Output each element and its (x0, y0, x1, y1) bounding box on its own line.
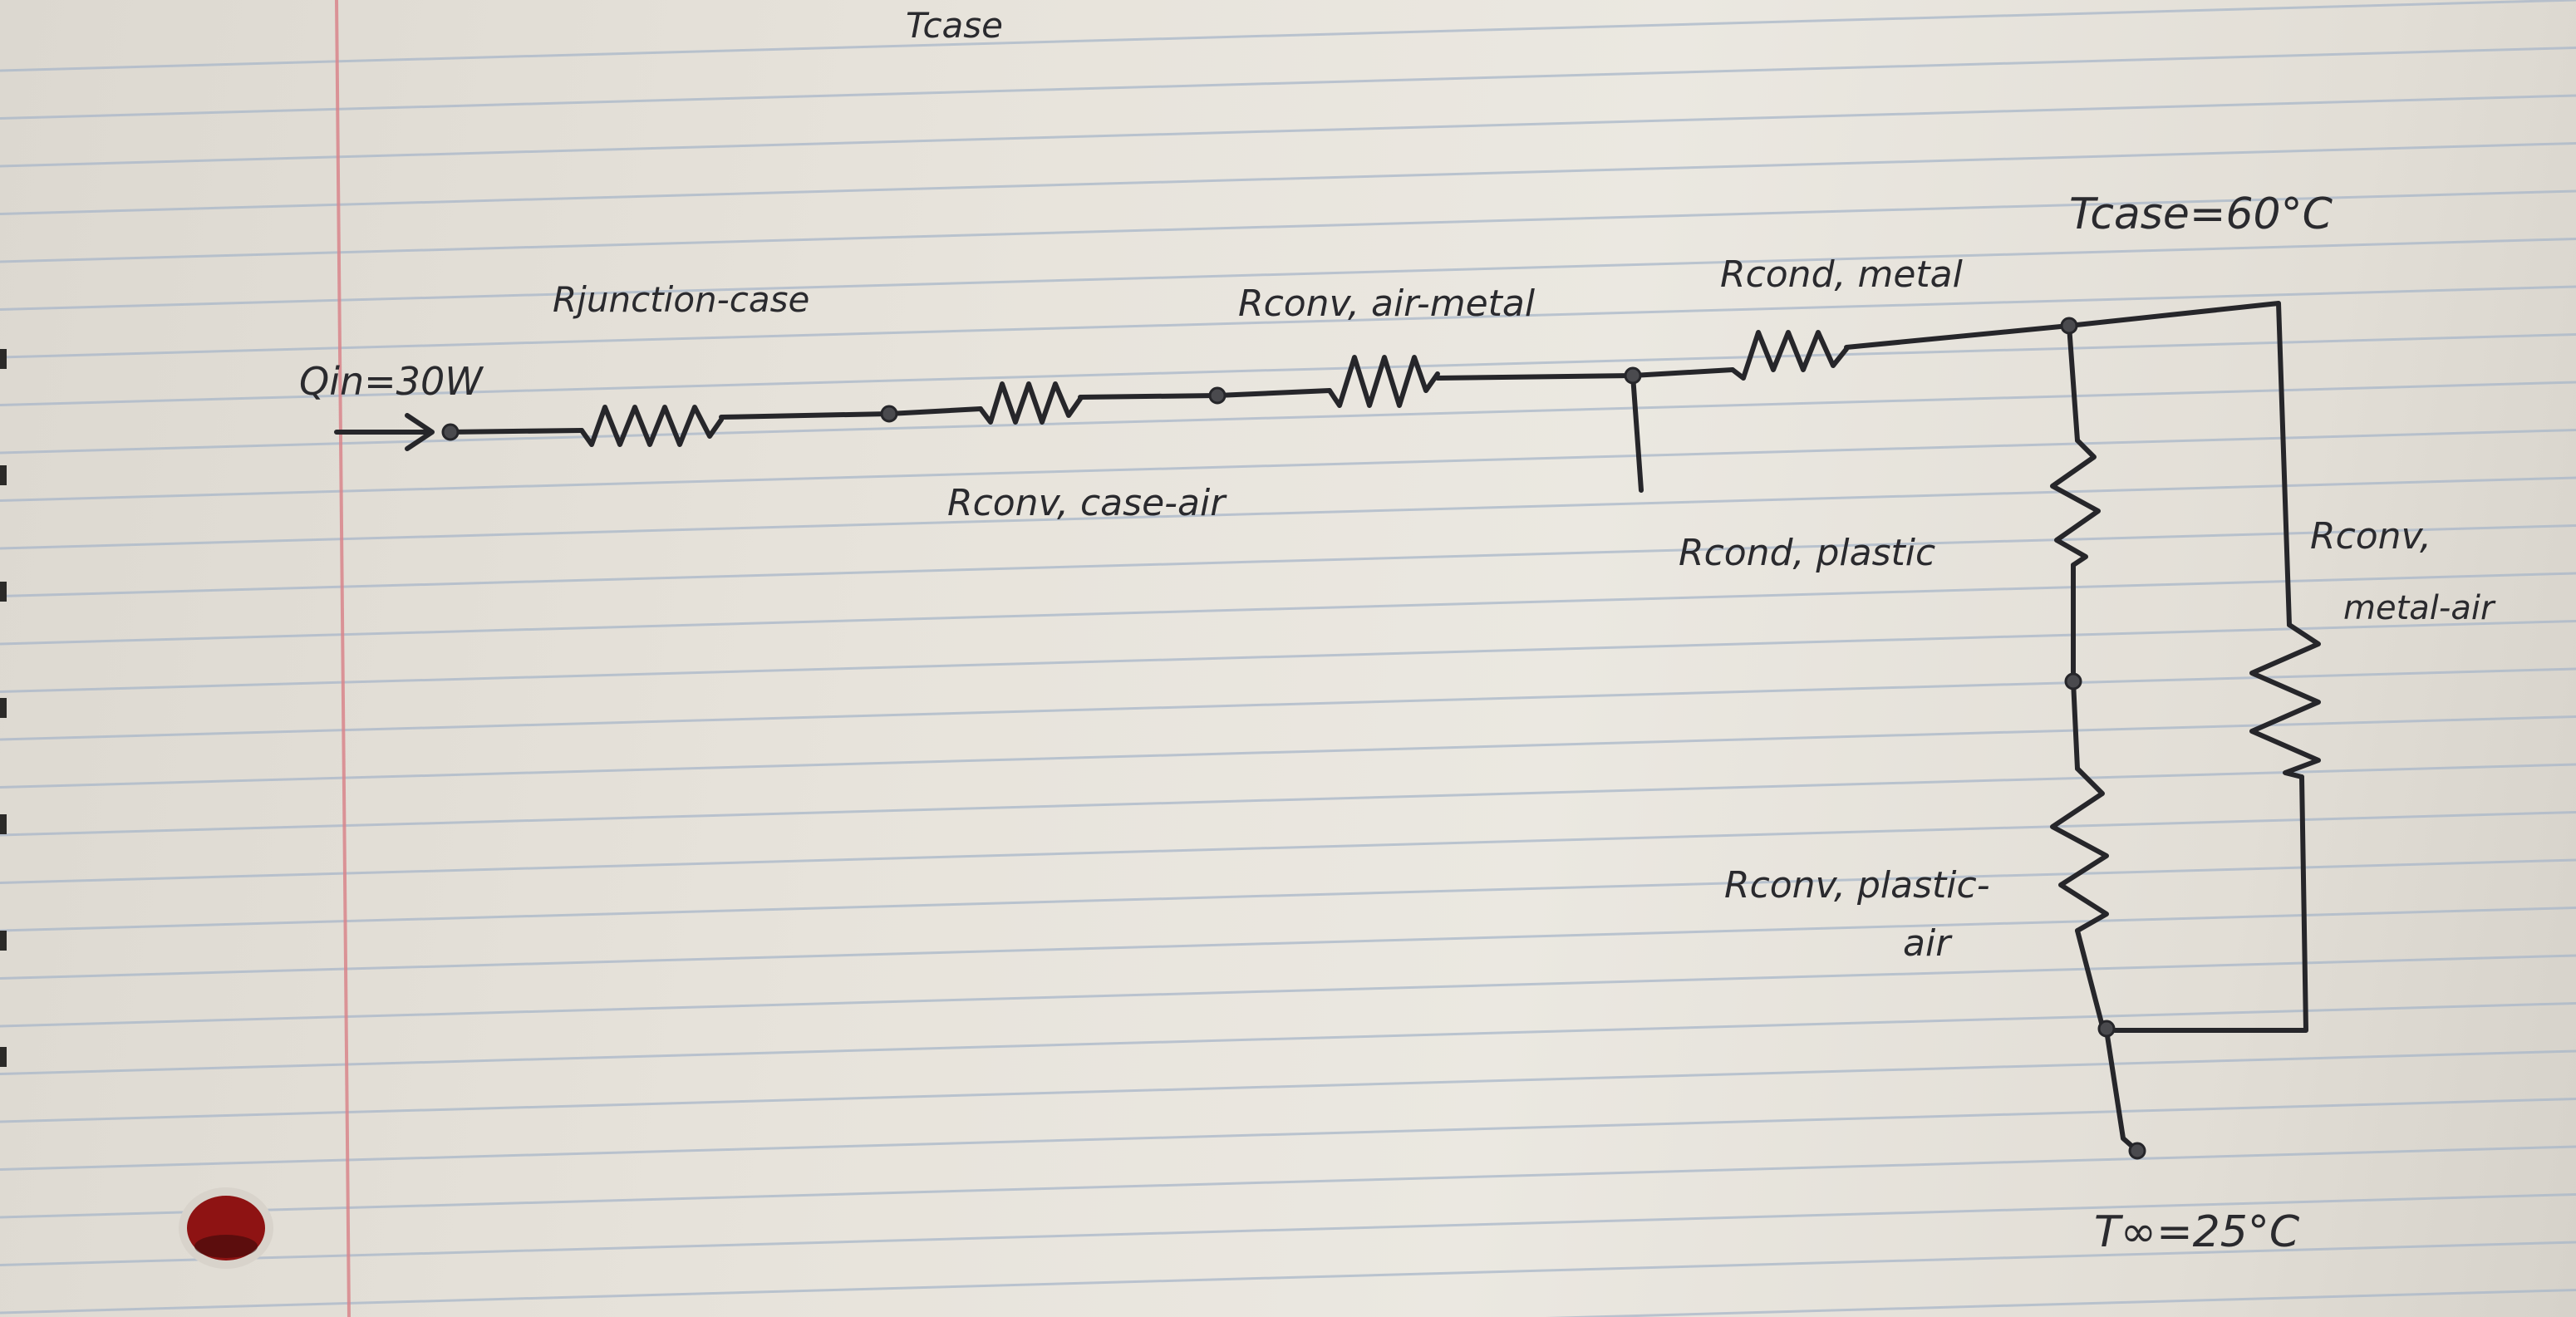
rule-line (0, 572, 2576, 646)
rule-line (0, 381, 2576, 455)
rule-line (0, 620, 2576, 693)
wire-to-bottom-node (2075, 928, 2105, 1029)
node-bottom (2097, 1020, 2116, 1038)
rule-line (0, 1145, 2576, 1219)
rule-line (0, 47, 2576, 120)
resistor-cond-metal (1730, 330, 1849, 381)
q-in-label: Qin=30W (299, 359, 484, 404)
rule-line (0, 1098, 2576, 1171)
top-label: Tcase (906, 5, 1003, 46)
r-conv-plastic-air-label-line2: air (1903, 922, 1953, 965)
wire-node-to-conv-case (887, 406, 983, 416)
r-cond-metal-label: Rcond, metal (1720, 253, 1964, 296)
punch-hole-shadow (194, 1235, 258, 1258)
margin-line (335, 0, 351, 1317)
rule-line (0, 715, 2576, 789)
resistor-conv-metal-air (2249, 622, 2321, 779)
wire-right-down (2104, 774, 2308, 1033)
wire-top-right (2067, 301, 2292, 627)
stub-down (1630, 373, 1644, 493)
node-ambient (2128, 1142, 2146, 1160)
r-conv-air-metal-label: Rconv, air-metal (1238, 283, 1536, 325)
node-tcase (2060, 317, 2078, 335)
node-plastic-mid (2064, 672, 2082, 690)
wire-cond-metal-to-tcase (1844, 323, 2072, 350)
rule-line (0, 285, 2576, 359)
r-conv-metal-air-label-line1: Rconv, (2310, 515, 2431, 558)
rule-line (0, 1002, 2576, 1075)
resistor-conv-air-metal (1327, 355, 1440, 408)
rule-line (0, 763, 2576, 837)
wire-conv-case-to-node (1078, 393, 1220, 400)
rule-line (0, 142, 2576, 215)
rule-line (0, 476, 2576, 550)
wire-tcase-down (2067, 323, 2080, 443)
rule-line (0, 429, 2576, 502)
rule-line (0, 858, 2576, 932)
resistor-conv-case-air (978, 381, 1083, 425)
rule-line (0, 1193, 2576, 1266)
r-cond-plastic-label: Rcond, plastic (1679, 532, 1935, 574)
rule-line (0, 238, 2576, 311)
wire-jc-to-node (719, 411, 892, 420)
rule-line (0, 907, 2576, 980)
node-junction (880, 405, 898, 423)
r-conv-metal-air-label-line2: metal-air (2343, 589, 2496, 627)
resistor-junction-case (579, 405, 724, 447)
binding-edge (0, 349, 7, 1067)
input-arrow (334, 413, 435, 451)
t-inf-label: T∞=25°C (2094, 1207, 2300, 1257)
rule-line (0, 0, 2576, 72)
rule-line (0, 94, 2576, 168)
t-case-label: Tcase=60°C (2069, 189, 2333, 239)
rule-line (0, 189, 2576, 263)
rule-line (1545, 1289, 2576, 1317)
rule-line (0, 333, 2576, 406)
r-junction-case-label: Rjunction-case (553, 279, 809, 320)
resistor-conv-plastic-air (2050, 766, 2109, 933)
node-input (441, 423, 460, 441)
rule-line (0, 1049, 2576, 1123)
node-case (1208, 386, 1227, 405)
rule-line (0, 811, 2576, 884)
r-conv-case-air-label: Rconv, case-air (947, 482, 1227, 524)
rule-line (0, 667, 2576, 741)
wire-input (446, 428, 584, 435)
r-conv-plastic-air-label-line1: Rconv, plastic- (1724, 864, 1990, 907)
rule-line (0, 954, 2576, 1028)
rule-line (0, 1241, 2576, 1315)
wire-air-metal-to-node (1435, 373, 1635, 381)
wire-plastic-down (2071, 563, 2080, 771)
resistor-cond-plastic (2050, 438, 2101, 568)
wire-to-ambient (2104, 1028, 2140, 1153)
rule-line (0, 524, 2576, 597)
node-metal-inner (1624, 366, 1642, 385)
wire-node-to-conv-air-metal (1215, 388, 1332, 398)
wire-node-to-cond-metal (1630, 367, 1735, 378)
